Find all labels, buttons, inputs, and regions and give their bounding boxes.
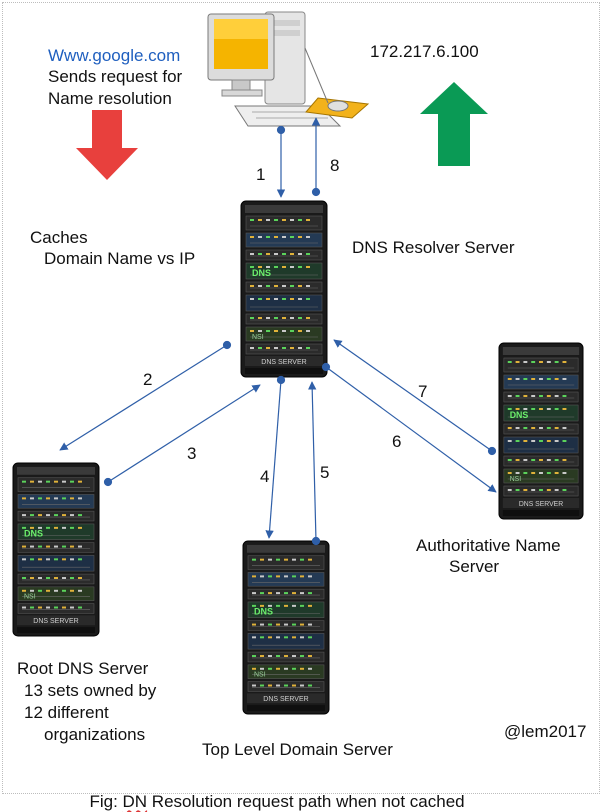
- svg-text:NSI: NSI: [24, 594, 36, 601]
- step-label-1: 1: [256, 165, 266, 184]
- diagram-frame: [2, 2, 600, 794]
- caption-misspelled-word: DN: [122, 792, 148, 811]
- svg-text:DNS: DNS: [24, 529, 43, 539]
- svg-text:NSI: NSI: [510, 476, 521, 483]
- response-arrow-shape: [420, 82, 488, 166]
- arrow-step-6: [325, 366, 497, 493]
- step-label-4: 4: [260, 467, 270, 486]
- step-label-2: 2: [143, 370, 153, 389]
- cache-note-title: Caches: [30, 228, 88, 247]
- root-detail-2: 12 different: [24, 703, 109, 722]
- figure-caption: Fig: DN Resolution request path when not…: [80, 772, 465, 812]
- client-url: Www.google.com: [48, 46, 181, 65]
- authoritative-label-2: Server: [449, 557, 500, 576]
- svg-text:DNS SERVER: DNS SERVER: [263, 696, 308, 703]
- client-request-line: Sends request for: [48, 67, 183, 86]
- caption-rest: Resolution request path when not cached: [147, 792, 465, 811]
- client-resolution-line: Name resolution: [48, 89, 172, 108]
- caption-prefix: Fig:: [89, 792, 123, 811]
- svg-text:DNS: DNS: [252, 268, 271, 278]
- root-label: Root DNS Server: [17, 659, 149, 678]
- svg-text:DNS SERVER: DNS SERVER: [261, 359, 306, 366]
- arrow-step-7: [333, 339, 493, 452]
- tld-label: Top Level Domain Server: [202, 740, 393, 759]
- authoritative-server-icon: DNS NSI DNS SERVER: [498, 342, 584, 520]
- step-label-8: 8: [330, 156, 340, 175]
- step-label-7: 7: [418, 382, 428, 401]
- root-server-icon: DNS NSI DNS SERVER: [12, 462, 100, 637]
- svg-text:DNS: DNS: [510, 410, 529, 420]
- svg-text:DNS: DNS: [254, 607, 273, 617]
- arrow-step-2: [59, 344, 228, 451]
- svg-text:NSI: NSI: [254, 672, 266, 679]
- arrow-step-4: [265, 379, 282, 539]
- svg-text:NSI: NSI: [252, 334, 264, 341]
- resolved-ip: 172.217.6.100: [370, 42, 479, 61]
- svg-text:DNS SERVER: DNS SERVER: [519, 501, 563, 508]
- credit: @lem2017: [504, 722, 587, 741]
- arrow-step-3: [107, 384, 261, 483]
- root-detail-1: 13 sets owned by: [24, 681, 157, 700]
- request-arrow-shape: [76, 110, 138, 180]
- request-down-arrow: [76, 110, 138, 180]
- step-label-3: 3: [187, 444, 197, 463]
- cache-note-detail: Domain Name vs IP: [44, 249, 196, 268]
- tld-server-icon: DNS NSI DNS SERVER: [242, 540, 330, 715]
- authoritative-label: Authoritative Name: [416, 536, 561, 555]
- svg-text:DNS SERVER: DNS SERVER: [33, 618, 78, 625]
- resolver-server-icon: DNS NSI DNS SERVER: [240, 200, 328, 378]
- arrow-step-5: [307, 381, 317, 542]
- response-up-arrow: [420, 82, 488, 166]
- resolver-label: DNS Resolver Server: [352, 238, 515, 257]
- root-detail-3: organizations: [44, 725, 146, 744]
- step-label-6: 6: [392, 432, 402, 451]
- step-label-5: 5: [320, 463, 330, 482]
